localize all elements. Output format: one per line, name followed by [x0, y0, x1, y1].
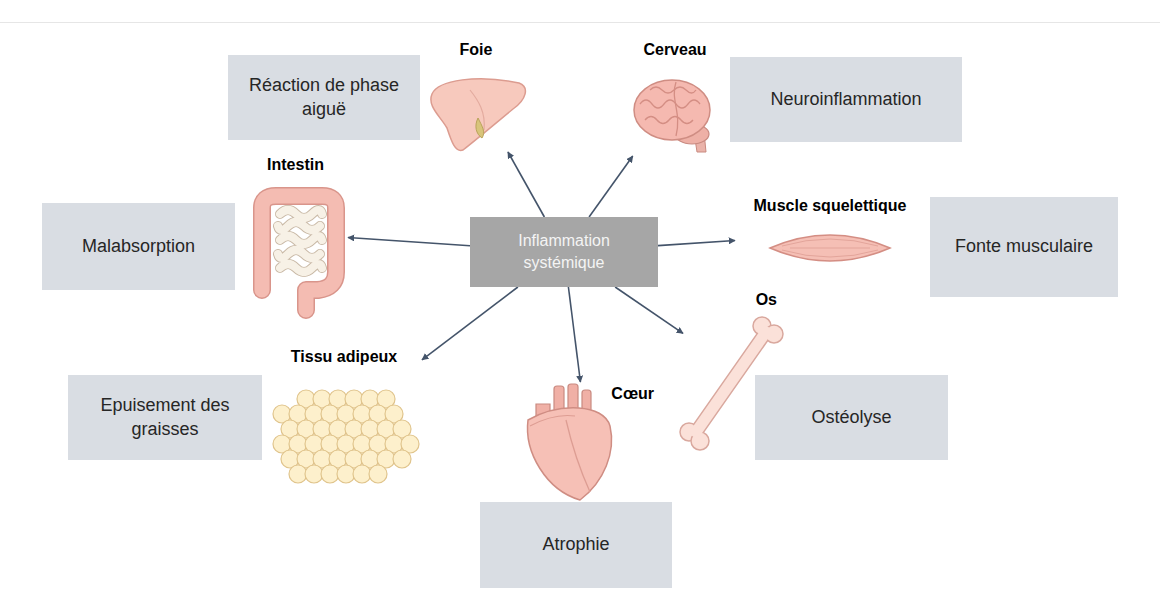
liver-drawing: [431, 79, 526, 151]
organ-group: Cerveau: [630, 38, 720, 156]
organ-group: Intestin: [243, 153, 348, 315]
effect-label: Atrophie: [542, 533, 609, 556]
organ-name: Cœur: [611, 384, 654, 403]
organ-name: Intestin: [267, 155, 324, 174]
effect-box: Réaction de phase aiguë: [228, 55, 420, 140]
heart-drawing: [528, 384, 612, 500]
muscle-drawing: [770, 235, 890, 261]
organ-name: Cerveau: [643, 40, 706, 59]
arrow-connector: [615, 287, 683, 333]
effect-label: Réaction de phase aiguë: [240, 74, 408, 121]
center-box: Inflammation systémique: [470, 217, 658, 287]
effect-box: Fonte musculaire: [930, 197, 1118, 297]
effect-box: Neuroinflammation: [730, 57, 962, 142]
arrow-connector: [422, 287, 518, 360]
organ-name: Tissu adipeux: [291, 347, 397, 366]
effect-label: Ostéolyse: [811, 406, 891, 429]
top-rule: [0, 22, 1160, 23]
organ-name: Muscle squelettique: [754, 196, 907, 215]
intestine-drawing: [262, 196, 336, 310]
organ-name: Foie: [460, 40, 493, 59]
arrow-connector: [508, 152, 544, 217]
arrow-connector: [348, 238, 470, 246]
arrow-connector: [658, 240, 735, 245]
effect-box: Malabsorption: [42, 203, 235, 290]
organ-group: Tissu adipeux: [266, 345, 422, 493]
effect-label: Neuroinflammation: [770, 88, 921, 111]
brain-drawing: [634, 80, 710, 152]
organ-name: Os: [756, 290, 777, 309]
arrow-connector: [568, 287, 580, 382]
effect-label: Epuisement des graisses: [80, 394, 250, 441]
effect-box: Epuisement des graisses: [68, 375, 262, 460]
organ-group: Muscle squelettique: [735, 194, 925, 274]
organ-group: Foie: [425, 38, 527, 152]
effect-label: Malabsorption: [82, 235, 195, 258]
arrow-connector: [589, 156, 633, 217]
effect-box: Ostéolyse: [755, 375, 948, 460]
effect-box: Atrophie: [480, 502, 672, 588]
organ-group: Cœur: [518, 382, 658, 502]
fat-drawing: [273, 390, 419, 483]
center-label: Inflammation systémique: [482, 230, 646, 273]
effect-label: Fonte musculaire: [955, 235, 1093, 258]
